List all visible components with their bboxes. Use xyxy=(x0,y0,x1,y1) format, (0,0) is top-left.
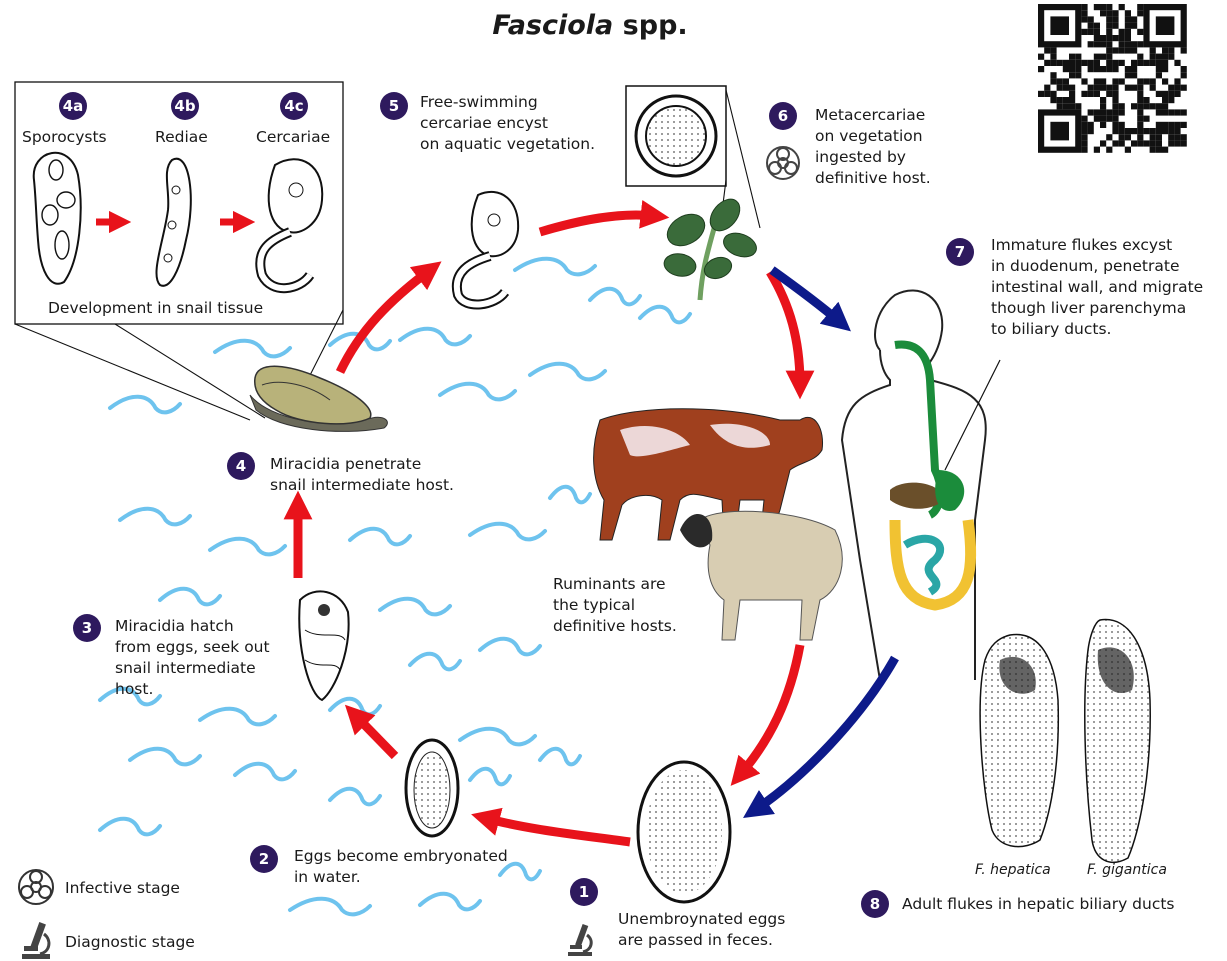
legend-infective-label: Infective stage xyxy=(65,878,180,899)
biohazard-icon xyxy=(767,147,799,179)
arrow-human-to-egg xyxy=(755,658,895,810)
diagram-title: Fasciola spp. xyxy=(0,10,1180,41)
free-cercaria-drawing xyxy=(457,192,518,305)
step-2-text: Eggs become embryonated in water. xyxy=(294,846,508,888)
ruminants-note: Ruminants are the typical definitive hos… xyxy=(553,574,677,637)
badge-4a: 4a xyxy=(59,92,87,120)
label-cercariae: Cercariae xyxy=(256,127,330,148)
human-figure-drawing xyxy=(842,290,1000,680)
step-2-badge: 2 xyxy=(250,845,278,873)
step-3-badge: 3 xyxy=(73,614,101,642)
step-4-text: Miracidia penetrate snail intermediate h… xyxy=(270,454,454,496)
title-suffix: spp. xyxy=(613,10,687,41)
step-8-text: Adult flukes in hepatic biliary ducts xyxy=(902,894,1175,915)
step-4-badge: 4 xyxy=(227,452,255,480)
snail-box-caption: Development in snail tissue xyxy=(48,298,263,319)
step-5-badge: 5 xyxy=(380,92,408,120)
vegetation-drawing xyxy=(662,193,760,300)
step-1-badge: 1 xyxy=(570,878,598,906)
microscope-icon xyxy=(568,924,592,956)
step-7-badge: 7 xyxy=(946,238,974,266)
label-sporocysts: Sporocysts xyxy=(22,127,107,148)
unembryonated-egg-drawing xyxy=(638,762,730,902)
step-7-text: Immature flukes excyst in duodenum, pene… xyxy=(991,235,1203,340)
fluke-hepatica-drawing xyxy=(980,634,1058,846)
legend-biohazard-icon xyxy=(19,870,53,904)
badge-4c: 4c xyxy=(280,92,308,120)
title-genus: Fasciola xyxy=(492,10,613,41)
miracidium-drawing xyxy=(299,591,348,700)
step-8-badge: 8 xyxy=(861,890,889,918)
arrow-ruminant-to-egg xyxy=(740,645,800,775)
arrow-cercaria-to-vegetation xyxy=(540,215,655,232)
legend-microscope-icon xyxy=(22,922,50,959)
step-6-badge: 6 xyxy=(769,102,797,130)
badge-4b: 4b xyxy=(171,92,199,120)
fluke-gigantica-drawing xyxy=(1085,620,1150,863)
species-gigantica-label: F. gigantica xyxy=(1087,862,1167,878)
embryonated-egg-drawing xyxy=(406,740,458,836)
label-rediae: Rediae xyxy=(155,127,208,148)
arrow-egg-to-embryo xyxy=(485,818,630,842)
snail-drawing xyxy=(250,366,387,431)
arrow-embryo-to-miracidium xyxy=(355,715,395,756)
legend-diagnostic-label: Diagnostic stage xyxy=(65,932,195,953)
step-6-text: Metacercariae on vegetation ingested by … xyxy=(815,105,931,189)
arrow-snail-to-cercaria xyxy=(340,270,430,372)
sheep-drawing xyxy=(680,511,842,640)
step-3-text: Miracidia hatch from eggs, seek out snai… xyxy=(115,616,270,700)
species-hepatica-label: F. hepatica xyxy=(975,862,1051,878)
step-1-text: Unembroynated eggs are passed in feces. xyxy=(618,909,785,951)
step-5-text: Free-swimming cercariae encyst on aquati… xyxy=(420,92,595,155)
